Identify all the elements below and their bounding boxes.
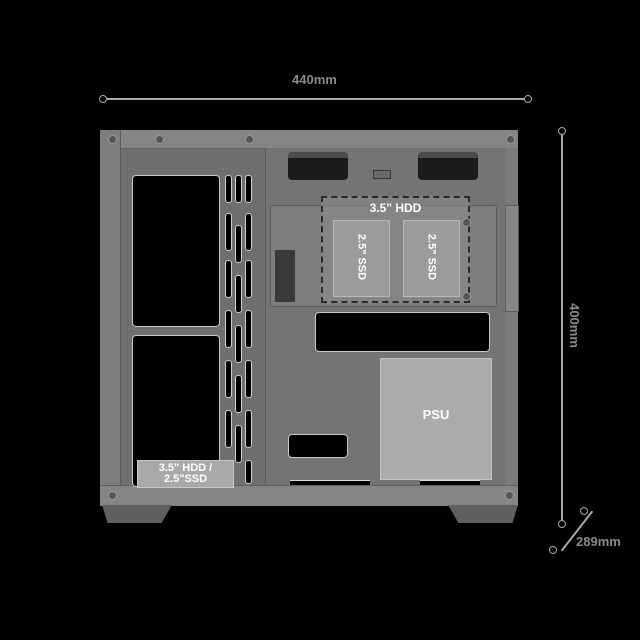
ssd-mount-right: 2.5" SSD: [403, 220, 460, 297]
bottom-drive-bay: 3.5" HDD / 2.5"SSD: [137, 460, 234, 488]
bottom-rail: [100, 485, 518, 506]
ssd-mount-left: 2.5" SSD: [333, 220, 390, 297]
psu-label: PSU: [422, 407, 450, 422]
top-vent-right: [418, 152, 478, 180]
cable-slots: [225, 175, 255, 485]
screw-icon: [108, 135, 117, 144]
drive-cage-slot: [275, 250, 295, 302]
top-latch: [373, 170, 391, 179]
depth-dimension-label: 289mm: [576, 534, 621, 549]
screw-icon: [462, 218, 471, 227]
ssd-mount-left-label: 2.5" SSD: [355, 233, 368, 281]
screw-icon: [155, 135, 164, 144]
bottom-drive-bay-label-line2: 2.5"SSD: [163, 473, 208, 485]
screw-icon: [245, 135, 254, 144]
foot-rear: [448, 505, 518, 523]
bottom-vent-right: [420, 480, 480, 485]
ssd-mount-right-label: 2.5" SSD: [425, 233, 438, 281]
screw-icon: [108, 491, 117, 500]
foot-front: [102, 505, 172, 523]
front-frame: [100, 130, 121, 505]
depth-dimension-start-icon: [549, 546, 557, 554]
width-dimension-start-icon: [99, 95, 107, 103]
height-dimension-line: [561, 132, 563, 522]
height-dimension-label: 400mm: [566, 303, 582, 348]
case-chassis: 3.5" HDD 2.5" SSD 2.5" SSD PSU 3.5" HDD …: [100, 130, 519, 506]
width-dimension-end-icon: [524, 95, 532, 103]
cable-cutout-main: [315, 312, 490, 352]
psu-mount-area: PSU: [380, 358, 492, 480]
top-vent-left: [288, 152, 348, 180]
hdd-mount-area: 3.5" HDD 2.5" SSD 2.5" SSD: [321, 196, 470, 303]
hdd-mount-label: 3.5" HDD: [369, 201, 422, 215]
height-dimension-start-icon: [558, 127, 566, 135]
depth-dimension-end-icon: [580, 507, 588, 515]
height-dimension-end-icon: [558, 520, 566, 528]
screw-icon: [505, 491, 514, 500]
front-cutout-upper: [132, 175, 220, 327]
bottom-vent-left: [290, 480, 370, 485]
cable-cutout-lower: [288, 434, 348, 458]
width-dimension-label: 440mm: [292, 72, 337, 87]
drive-cage-side-tab: [505, 205, 519, 312]
screw-icon: [506, 135, 515, 144]
bottom-drive-bay-label-line1: 3.5" HDD /: [158, 462, 213, 474]
rear-frame: [504, 148, 518, 488]
width-dimension-line: [104, 98, 528, 100]
screw-icon: [462, 292, 471, 301]
